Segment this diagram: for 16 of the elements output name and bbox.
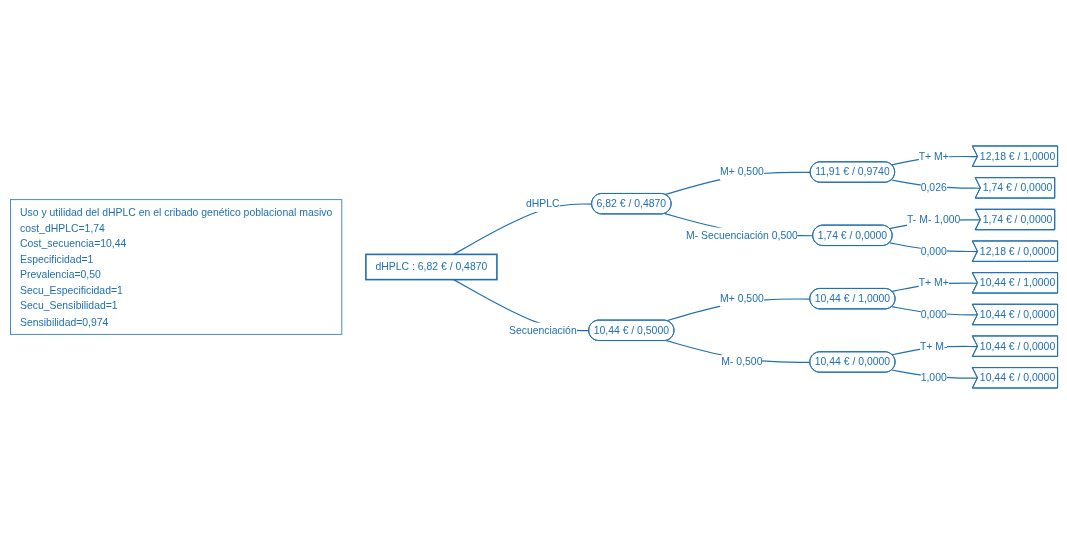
edge-label: M+ 0,500	[719, 165, 764, 178]
edge-label: 0,000	[920, 307, 947, 320]
edge-label: Secuenciación	[508, 323, 577, 336]
edge-label: T+ M-	[919, 339, 947, 352]
node-box: dHPLC : 6,82 € / 0,4870	[364, 253, 498, 280]
node-box: Uso y utilidad del dHPLC en el cribado genético poblacional masivo cost_dHPLC=1,74 Cost_secuencia=10,44 Especificidad=1 Prevalencia=0,50 Secu_Especificidad=1 Secu_Sensibilidad=1 Sensibilidad=0,974	[9, 198, 342, 335]
edge-label: 0,026	[920, 181, 947, 194]
edge-label: M- 0,500	[720, 355, 762, 368]
edge-label: M- Secuenciación 0,500	[685, 228, 798, 241]
edge-label: dHPLC	[525, 196, 560, 209]
edge-label: T- M- 1,000	[906, 212, 960, 225]
edge-label: T+ M+	[918, 149, 949, 162]
edge-label: T+ M+	[918, 276, 949, 289]
edge-label: 0,000	[920, 244, 947, 257]
edge-label: M+ 0,500	[719, 291, 764, 304]
edge-label: 1,000	[920, 371, 947, 384]
